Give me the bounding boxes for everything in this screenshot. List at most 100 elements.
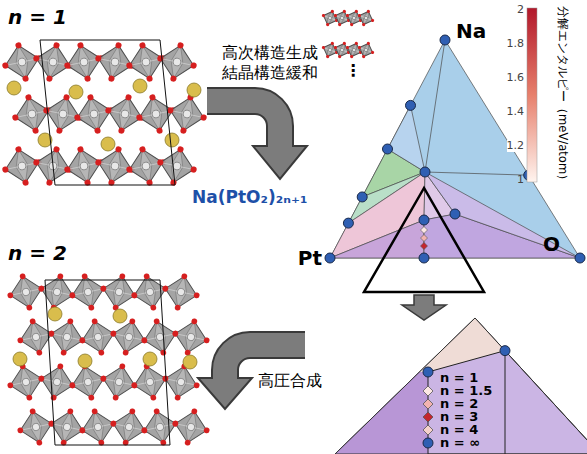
bond-line xyxy=(41,379,72,386)
pt-atom xyxy=(84,288,92,296)
o-atom xyxy=(170,75,177,82)
o-atom xyxy=(338,23,342,27)
bond-line xyxy=(359,48,372,53)
o-atom xyxy=(98,349,105,356)
o-atom xyxy=(354,41,358,45)
tie-line xyxy=(428,351,505,372)
o-atom xyxy=(15,42,22,49)
na-atom xyxy=(7,81,21,95)
pt-atom xyxy=(125,333,133,341)
o-atom xyxy=(141,337,148,344)
pt-atom xyxy=(152,110,161,119)
pt-atom xyxy=(18,58,27,67)
pt-atom xyxy=(187,333,195,341)
octahedron-face xyxy=(7,273,45,311)
pt-atom xyxy=(18,162,27,171)
octahedron-inner xyxy=(349,11,358,26)
octahedron xyxy=(45,405,90,450)
o-atom xyxy=(119,363,126,370)
pt-atom xyxy=(59,110,68,119)
pt-atom xyxy=(111,58,120,67)
tie-line xyxy=(425,40,445,172)
octahedron-inner xyxy=(106,44,125,80)
o-atom xyxy=(12,114,19,121)
o-atom xyxy=(19,273,26,280)
o-atom xyxy=(350,55,354,59)
pt-atom xyxy=(340,48,344,52)
o-atom xyxy=(190,62,197,69)
stable-phase-dot xyxy=(406,100,416,110)
o-atom xyxy=(84,75,91,82)
pt-atom xyxy=(187,423,195,431)
octahedron-face xyxy=(136,94,176,134)
octahedron-inner xyxy=(337,43,346,58)
octahedron-inner xyxy=(44,44,63,80)
bond-line xyxy=(51,424,82,431)
octahedron-face xyxy=(105,94,145,134)
octahedron-inner xyxy=(13,44,32,80)
colorbar-tick: 1.8 xyxy=(507,38,525,51)
inset-region xyxy=(335,318,587,454)
arrow-head xyxy=(198,378,252,409)
o-atom xyxy=(150,394,157,401)
pt-atom xyxy=(142,162,151,171)
o-atom xyxy=(330,9,334,13)
na-atom xyxy=(13,352,27,366)
octahedron-face xyxy=(131,363,169,401)
octahedron-face xyxy=(74,94,114,134)
o-atom xyxy=(94,127,101,134)
octahedron-inner xyxy=(361,43,370,58)
na-atom xyxy=(48,307,62,321)
octahedron-inner xyxy=(137,44,156,80)
bond-line xyxy=(144,334,175,341)
o-atom xyxy=(172,420,179,427)
structure-label: n = 2 xyxy=(8,242,67,265)
o-atom xyxy=(60,349,67,356)
octahedron-face xyxy=(100,273,138,311)
phase-region xyxy=(330,172,425,258)
octahedron xyxy=(76,405,121,450)
o-atom xyxy=(150,304,157,311)
octahedron-face xyxy=(95,42,135,82)
octahedron-face xyxy=(38,363,76,401)
octahedron xyxy=(169,405,214,450)
o-atom xyxy=(100,375,107,382)
colorbar-tick: 1 xyxy=(517,174,524,187)
o-atom xyxy=(118,127,125,134)
o-atom xyxy=(29,318,36,325)
octahedron-inner xyxy=(17,275,35,309)
pt-atom xyxy=(32,423,40,431)
octahedron-inner xyxy=(58,320,76,354)
bond-line xyxy=(359,16,372,21)
o-atom xyxy=(366,9,370,13)
crystal-structure-n1 xyxy=(0,38,211,190)
o-atom xyxy=(153,318,160,325)
metastable-marker xyxy=(423,425,433,435)
o-atom xyxy=(177,42,184,49)
o-atom xyxy=(2,62,9,69)
o-atom xyxy=(177,146,184,153)
stable-phase-dot xyxy=(440,35,450,45)
o-atom xyxy=(174,304,181,311)
o-atom xyxy=(67,318,74,325)
octahedron xyxy=(35,360,80,405)
o-atom xyxy=(203,337,210,344)
pt-atom xyxy=(90,110,99,119)
octahedron-inner xyxy=(172,365,190,399)
bond-line xyxy=(10,289,41,296)
octahedron-inner xyxy=(137,148,156,184)
o-atom xyxy=(7,382,14,389)
o-atom xyxy=(162,285,169,292)
octahedron xyxy=(76,315,121,360)
octahedron xyxy=(153,142,201,190)
process-label: 結晶構造緩和 xyxy=(222,64,318,82)
o-atom xyxy=(333,46,337,50)
o-atom xyxy=(91,318,98,325)
o-atom xyxy=(190,166,197,173)
o-atom xyxy=(87,94,94,101)
octahedron-face xyxy=(141,318,179,356)
o-atom xyxy=(149,94,156,101)
o-atom xyxy=(38,375,45,382)
o-atom xyxy=(100,285,107,292)
